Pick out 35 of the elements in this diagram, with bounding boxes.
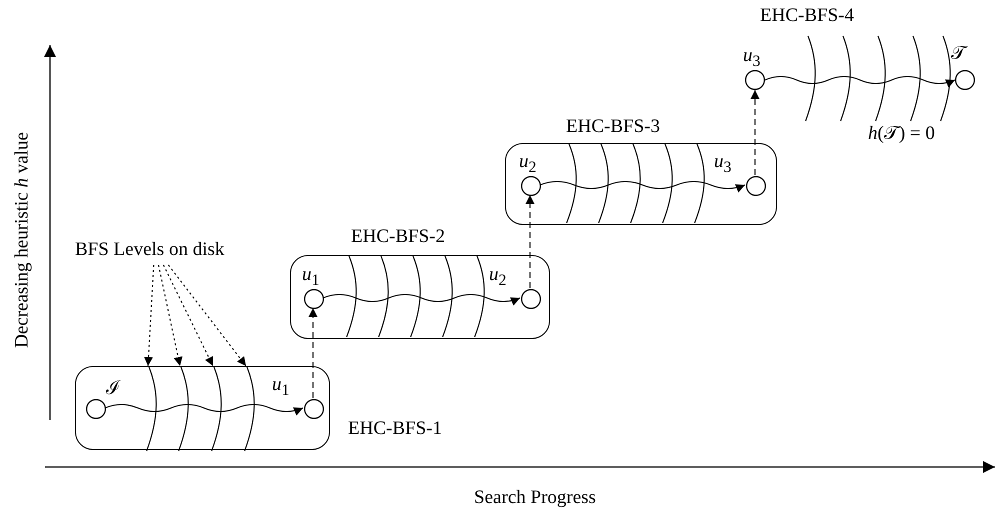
circle-node [86,399,106,419]
node-label: u$_{1}$ [272,375,290,399]
node-label: u$_{3}$ [743,46,760,70]
circle-node [745,70,765,90]
circle-node [521,289,541,309]
wavy-arrow [540,180,746,192]
circle-node [304,289,324,309]
condition-label: h(𝒯) = 0 [868,124,935,143]
circle-node [304,399,324,419]
node-label: u$_{2}$ [519,152,536,176]
dashed-arrow [308,308,318,398]
axis-label: Decreasing heuristic h value [12,132,32,348]
box-title: EHC-BFS-2 [351,227,445,246]
circle-node [521,176,541,196]
leader-line [168,264,246,366]
box-title: EHC-BFS-1 [348,419,442,438]
circle-node [955,70,975,90]
leader-line [158,264,183,366]
node-label: u$_{3}$ [714,152,732,176]
box-title: EHC-BFS-3 [566,117,660,136]
box-title: EHC-BFS-4 [760,6,854,25]
node-label: 𝒯 [951,44,966,63]
wavy-arrow [104,404,304,416]
leader-line [162,264,214,366]
node-label: u$_{2}$ [489,265,506,289]
axis-label: Search Progress [474,488,596,507]
node-label: u$_{1}$ [302,265,320,289]
dashed-arrow [750,90,760,175]
circle-node [746,176,766,196]
wavy-arrow [322,294,520,306]
annotation-text: BFS Levels on disk [75,240,224,259]
leader-line [144,264,154,366]
dashed-arrow [526,195,534,288]
wavy-arrow [764,76,956,88]
node-label: ℐ [106,379,120,398]
